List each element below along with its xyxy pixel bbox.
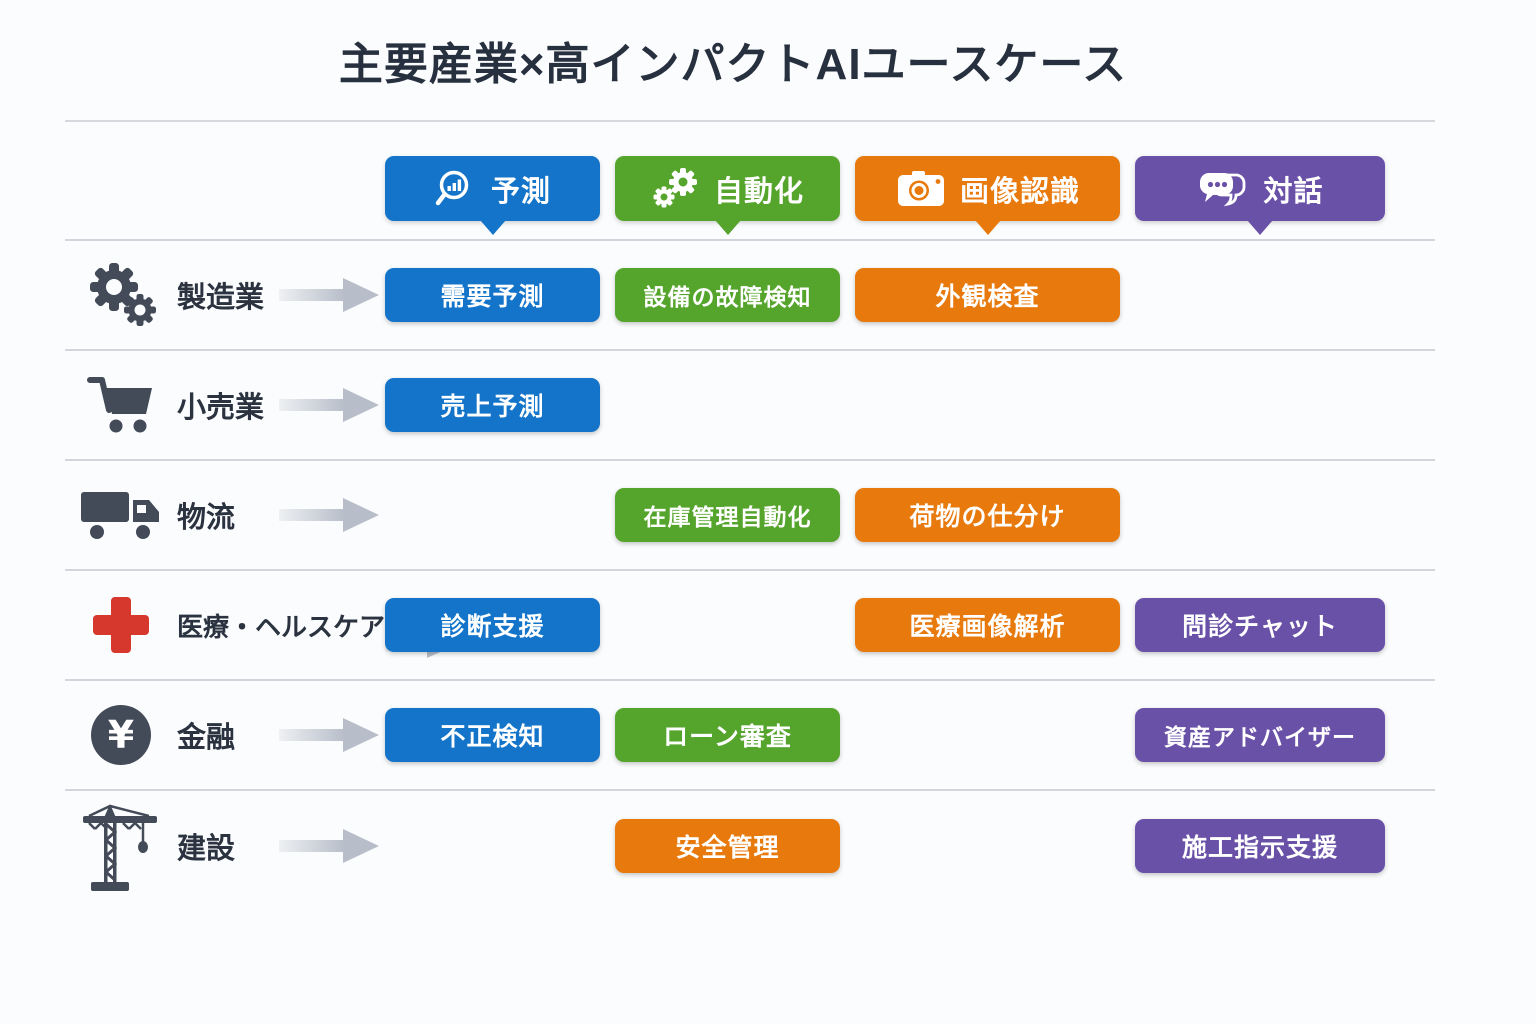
svg-text:¥: ¥	[108, 713, 134, 757]
usecase-label: 荷物の仕分け	[909, 503, 1066, 531]
usecase-label: 医療画像解析	[909, 613, 1066, 641]
arrow-icon	[279, 385, 379, 425]
ai-usecase-matrix: 予測 自動化 画像認識 対話 製造業 需要予測 設備の故障検知 外観検査小売業 売上予測物流 在…	[65, 120, 1435, 901]
usecase-label: 需要予測	[440, 283, 545, 311]
title-band: 主要産業×高インパクトAIユースケース	[0, 0, 1536, 120]
column-header-label: 画像認識	[959, 175, 1080, 208]
magnifier-chart-icon	[434, 168, 478, 210]
column-header-band: 予測 自動化 画像認識 対話	[65, 120, 1435, 239]
usecase-badge: 問診チャット	[1135, 598, 1385, 652]
usecase-badge: 施工指示支援	[1135, 819, 1385, 873]
header-pointer	[974, 220, 1001, 235]
usecase-badge: 外観検査	[855, 268, 1120, 322]
usecase-label: 安全管理	[675, 834, 780, 862]
industry-cell: 建設	[65, 791, 385, 901]
industry-cell: 医療・ヘルスケア	[65, 571, 448, 679]
usecase-label: 売上予測	[440, 393, 545, 421]
usecase-badge: 医療画像解析	[855, 598, 1120, 652]
industry-cell: 物流	[65, 461, 385, 569]
arrow-icon	[279, 275, 379, 315]
usecase-label: 資産アドバイザー	[1164, 724, 1356, 750]
industry-label: 小売業	[177, 392, 265, 424]
column-header-automation: 自動化	[615, 156, 840, 235]
gears-icon	[651, 167, 701, 211]
column-header-label: 対話	[1263, 175, 1324, 208]
column-header-conversation: 対話	[1135, 156, 1385, 235]
usecase-badge: 需要予測	[385, 268, 600, 322]
industry-row: 製造業 需要予測 設備の故障検知 外観検査	[65, 239, 1435, 349]
usecase-badge: 売上予測	[385, 378, 600, 432]
industry-label: 金融	[177, 722, 236, 754]
usecase-badge: 資産アドバイザー	[1135, 708, 1385, 762]
arrow-icon	[279, 495, 379, 535]
column-header-prediction: 予測	[385, 156, 600, 235]
industry-cell: 小売業	[65, 351, 385, 459]
header-pointer	[479, 220, 506, 235]
header-pointer	[1247, 220, 1273, 235]
usecase-label: 施工指示支援	[1181, 834, 1338, 862]
medical-cross-icon	[65, 594, 177, 656]
chat-bubbles-icon	[1196, 167, 1250, 211]
yen-coin-icon: ¥	[65, 703, 177, 767]
usecase-badge: 診断支援	[385, 598, 600, 652]
arrow-icon	[279, 826, 379, 866]
truck-icon	[65, 484, 177, 546]
arrow-icon	[279, 715, 379, 755]
usecase-label: 診断支援	[440, 613, 545, 641]
column-header-label: 予測	[490, 175, 551, 208]
usecase-label: 在庫管理自動化	[643, 504, 812, 530]
industry-label: 製造業	[177, 282, 265, 314]
camera-icon	[895, 169, 947, 209]
header-pointer	[714, 220, 741, 235]
usecase-label: 問診チャット	[1182, 613, 1338, 641]
usecase-label: 不正検知	[440, 723, 545, 751]
usecase-label: 設備の故障検知	[643, 284, 812, 310]
industry-row: 医療・ヘルスケア 診断支援 医療画像解析 問診チャット	[65, 569, 1435, 679]
industry-label: 物流	[177, 502, 236, 534]
shopping-cart-icon	[65, 372, 177, 438]
industry-row: 物流 在庫管理自動化 荷物の仕分け	[65, 459, 1435, 569]
industry-rows: 製造業 需要予測 設備の故障検知 外観検査小売業 売上予測物流 在庫管理自動化 荷物の仕分け…	[65, 239, 1435, 901]
industry-row: 小売業 売上予測	[65, 349, 1435, 459]
industry-label: 医療・ヘルスケア	[177, 611, 386, 642]
industry-cell: ¥ 金融	[65, 681, 385, 789]
usecase-badge: 安全管理	[615, 819, 840, 873]
usecase-badge: 在庫管理自動化	[615, 488, 840, 542]
factory-gears-icon	[65, 260, 177, 330]
crane-icon	[65, 800, 177, 892]
usecase-badge: 荷物の仕分け	[855, 488, 1120, 542]
page-title: 主要産業×高インパクトAIユースケース	[338, 40, 1128, 89]
column-header-image-recognition: 画像認識	[855, 156, 1120, 235]
industry-label: 建設	[177, 833, 236, 865]
usecase-badge: ローン審査	[615, 708, 840, 762]
usecase-label: ローン審査	[663, 723, 792, 751]
usecase-badge: 不正検知	[385, 708, 600, 762]
industry-cell: 製造業	[65, 241, 385, 349]
industry-row: ¥ 金融 不正検知 ローン審査 資産アドバイザー	[65, 679, 1435, 789]
usecase-badge: 設備の故障検知	[615, 268, 840, 322]
industry-row: 建設 安全管理 施工指示支援	[65, 789, 1435, 901]
usecase-label: 外観検査	[935, 283, 1040, 311]
column-header-label: 自動化	[713, 175, 804, 208]
